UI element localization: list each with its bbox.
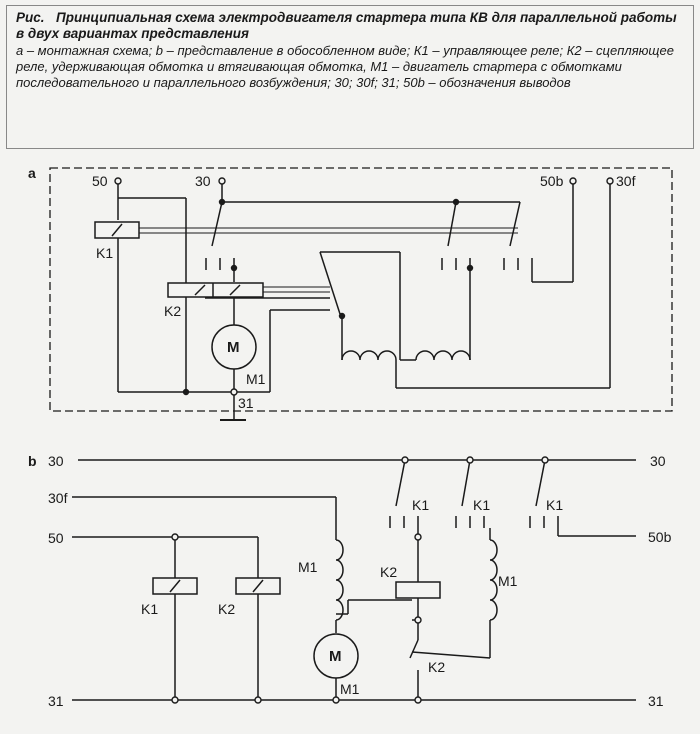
label-k1-contact-1: K1 — [412, 497, 429, 513]
housing-outline — [49, 167, 673, 412]
caption-box — [6, 5, 694, 149]
figure-caption: Рис.Принципиальная схема электродвигател… — [16, 10, 686, 91]
rail-label-50b-right: 50b — [648, 529, 672, 545]
field-winding-shunt — [415, 350, 471, 361]
terminal-30-a — [218, 177, 226, 185]
terminal-31-a — [230, 388, 238, 396]
label-k2-contact-b: K2 — [428, 659, 445, 675]
terminal-30f-a — [606, 177, 614, 185]
motor-symbol-b: M — [329, 648, 342, 665]
motor-symbol-a: M — [227, 339, 240, 356]
label-k1-contact-3: K1 — [546, 497, 563, 513]
diagram-b-nodes — [171, 456, 549, 704]
label-k2-coil-b: K2 — [218, 601, 235, 617]
label-m1-field-b: M1 — [298, 559, 318, 575]
panel-a-label: a — [28, 165, 36, 181]
label-31-a: 31 — [238, 395, 254, 411]
diagram-a-nodes — [114, 177, 614, 396]
rail-label-31-left: 31 — [48, 693, 64, 709]
label-30f-a: 30f — [616, 173, 636, 189]
rail-label-50-left: 50 — [48, 530, 64, 546]
panel-b-label: b — [28, 453, 37, 469]
label-m1-motor-b: M1 — [340, 681, 360, 697]
caption-description: a – монтажная схема; b – представление в… — [16, 43, 674, 90]
label-k1-coil-b: K1 — [141, 601, 158, 617]
rail-label-30-left: 30 — [48, 453, 64, 469]
field-winding-m1-shunt-b — [489, 539, 498, 621]
diagram-a — [49, 167, 673, 421]
k2-series-coil-b — [395, 581, 441, 599]
label-k1-a: K1 — [96, 245, 113, 261]
field-winding-series — [341, 350, 397, 361]
label-30-a: 30 — [195, 173, 211, 189]
label-k1-contact-2: K1 — [473, 497, 490, 513]
caption-title-line: Рис.Принципиальная схема электродвигател… — [16, 10, 686, 42]
label-m1-a: M1 — [246, 371, 266, 387]
diagram-b-labels: b 30 30 30f 50 50b 31 31 K1 K2 M1 K2 K1 … — [28, 453, 672, 709]
terminal-50-a — [114, 177, 122, 185]
label-k2-series-b: K2 — [380, 564, 397, 580]
diagram-a-labels: a 50 30 50b 30f 31 K1 K2 M1 M — [28, 165, 636, 411]
k2-relay-coils — [167, 282, 264, 298]
label-50-a: 50 — [92, 173, 108, 189]
rail-label-31-right: 31 — [648, 693, 664, 709]
caption-label: Рис. — [16, 10, 45, 25]
terminal-50b-a — [569, 177, 577, 185]
diagram-b — [72, 459, 636, 701]
rail-label-30f-left: 30f — [48, 490, 68, 506]
label-k2-a: K2 — [164, 303, 181, 319]
label-50b-a: 50b — [540, 173, 564, 189]
rail-label-30-right: 30 — [650, 453, 666, 469]
field-winding-m1-b — [335, 539, 344, 621]
label-m1-shunt-b: M1 — [498, 573, 518, 589]
caption-title: Принципиальная схема электродвигателя ст… — [16, 10, 677, 41]
